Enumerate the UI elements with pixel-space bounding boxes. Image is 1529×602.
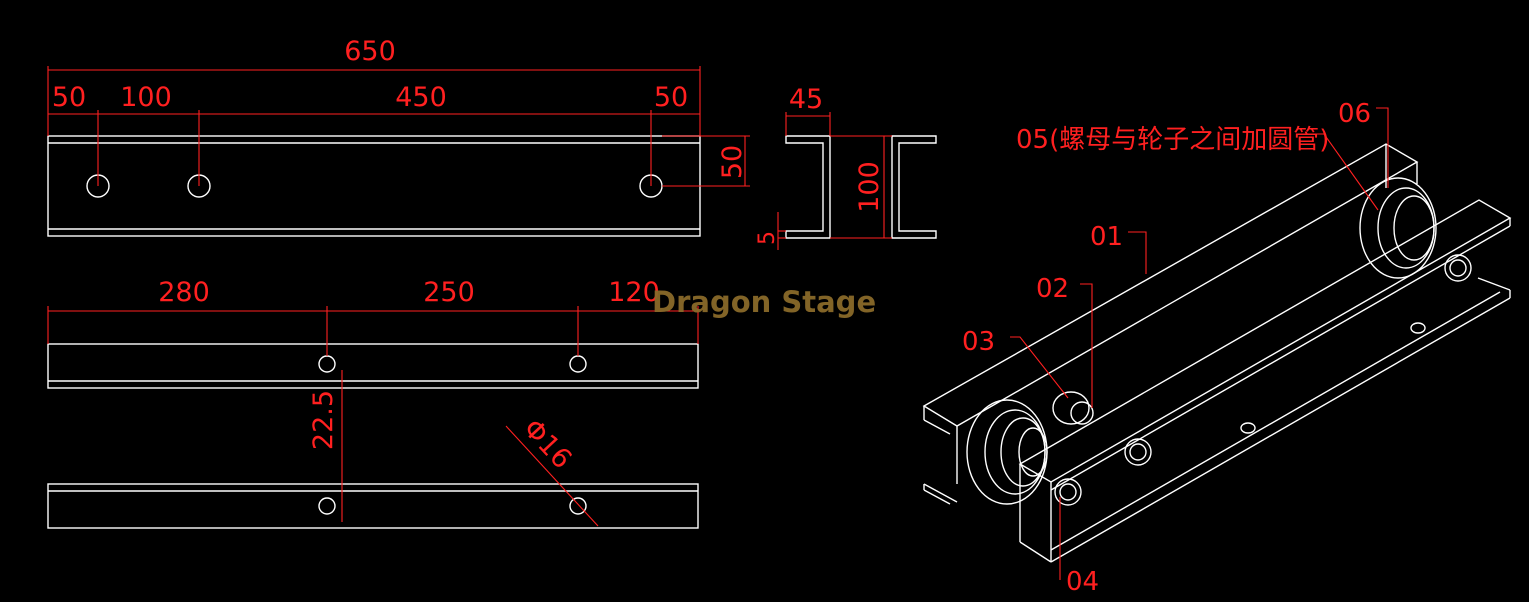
roller-rear-outer	[1359, 177, 1437, 279]
side-hole-1	[318, 355, 336, 373]
isometric-assembly: 01 02 03 04 05(螺母与轮子之间加圆管) 06	[922, 99, 1512, 597]
spacer-tube	[1052, 391, 1090, 425]
side-view: 280 250 120 22.5 Φ16	[47, 277, 699, 529]
side-hole-4	[569, 497, 587, 515]
back-channel-top	[922, 143, 1419, 427]
bolt-2	[1124, 438, 1152, 466]
plate-outline	[47, 135, 701, 237]
dim-height-50: 50	[717, 145, 748, 179]
bolt-1	[1054, 478, 1082, 506]
dim-depth-100: 100	[854, 161, 885, 213]
watermark: Dragon Stage	[652, 285, 876, 319]
channel-left-profile	[785, 135, 831, 239]
dim-450: 450	[395, 82, 447, 113]
callout-02: 02	[1036, 274, 1069, 304]
dim-280: 280	[158, 277, 210, 308]
side-plate-lower	[47, 483, 699, 529]
section-view: 45 100 5	[755, 84, 937, 250]
callout-03: 03	[962, 327, 995, 357]
side-hole-3	[318, 497, 336, 515]
callout-04: 04	[1066, 567, 1099, 597]
callout-01: 01	[1090, 222, 1123, 252]
side-plate-upper	[47, 343, 699, 389]
dim-120: 120	[608, 277, 660, 308]
top-view: 650 50 100 450 50 50	[47, 36, 750, 237]
dim-100: 100	[120, 82, 172, 113]
slot-hole-2	[1410, 322, 1426, 334]
dim-50-right: 50	[654, 82, 688, 113]
callout-06: 06	[1338, 99, 1371, 129]
callout-05: 05(螺母与轮子之间加圆管)	[1016, 125, 1329, 155]
bolt-3	[1444, 254, 1472, 282]
dim-22-5: 22.5	[308, 390, 339, 450]
dim-thickness-5: 5	[755, 231, 780, 245]
slot-hole-1	[1240, 422, 1256, 434]
side-hole-2	[569, 355, 587, 373]
dim-250: 250	[423, 277, 475, 308]
roller-front-outer	[966, 399, 1048, 505]
channel-right-profile	[891, 135, 937, 239]
dim-flange-45: 45	[789, 84, 823, 115]
dim-50-left: 50	[52, 82, 86, 113]
dim-650: 650	[344, 36, 396, 67]
dim-diameter-16: Φ16	[517, 413, 578, 475]
